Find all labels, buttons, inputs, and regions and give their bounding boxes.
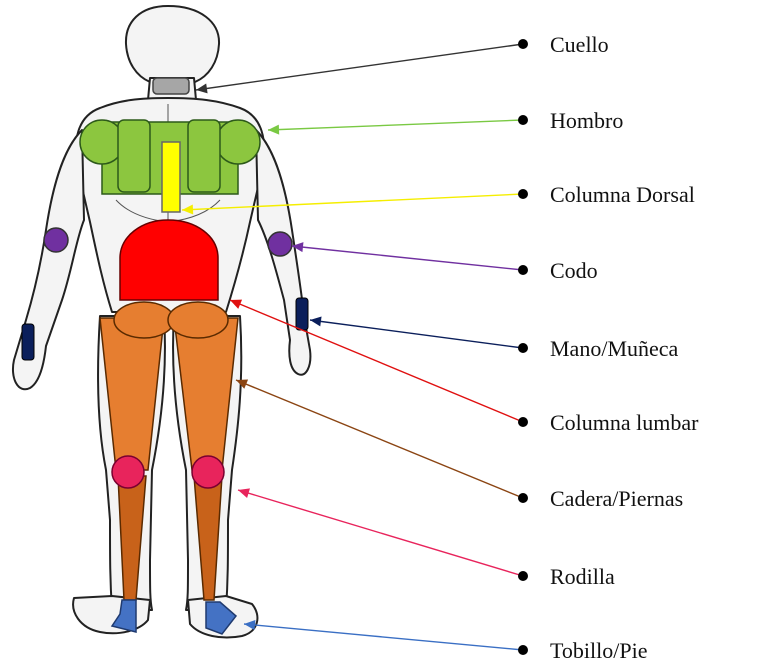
label-codo: Codo — [550, 260, 598, 282]
leader-line-hombro — [268, 120, 523, 130]
bullet-rodilla — [518, 571, 528, 581]
arrowhead-mano-muneca — [310, 316, 322, 326]
label-rodilla: Rodilla — [550, 566, 615, 588]
label-cadera-piernas: Cadera/Piernas — [550, 488, 683, 510]
left-elbow-region — [44, 228, 68, 252]
bullet-cuello — [518, 39, 528, 49]
leader-line-mano-muneca — [310, 320, 523, 348]
left-wrist-region — [22, 324, 34, 360]
label-tobillo-pie: Tobillo/Pie — [550, 640, 647, 662]
bullet-hombro — [518, 115, 528, 125]
label-mano-muneca: Mano/Muñeca — [550, 338, 678, 360]
right-elbow-region — [268, 232, 292, 256]
bullet-codo — [518, 265, 528, 275]
bullet-tobillo-pie — [518, 645, 528, 655]
arrowhead-cuello — [196, 84, 208, 94]
bullet-cadera-piernas — [518, 493, 528, 503]
leader-line-columna-lumbar — [230, 300, 523, 422]
bullet-mano-muneca — [518, 343, 528, 353]
label-cuello: Cuello — [550, 34, 609, 56]
arrowhead-rodilla — [238, 488, 250, 498]
lumbar-region — [120, 220, 218, 300]
leader-line-tobillo-pie — [244, 624, 523, 650]
neck-region — [153, 78, 189, 94]
ankle-foot-region — [112, 600, 236, 634]
leader-line-codo — [292, 246, 523, 270]
right-knee-region — [192, 456, 224, 488]
leader-line-cadera-piernas — [236, 380, 523, 498]
right-wrist-region — [296, 298, 308, 330]
leader-line-cuello — [196, 44, 523, 90]
bullet-columna-dorsal — [518, 189, 528, 199]
left-knee-region — [112, 456, 144, 488]
bullet-columna-lumbar — [518, 417, 528, 427]
dorsal-region — [162, 142, 180, 212]
label-columna-dorsal: Columna Dorsal — [550, 184, 695, 206]
label-columna-lumbar: Columna lumbar — [550, 412, 698, 434]
arrowhead-hombro — [268, 125, 279, 135]
leader-line-rodilla — [238, 490, 523, 576]
label-hombro: Hombro — [550, 110, 623, 132]
